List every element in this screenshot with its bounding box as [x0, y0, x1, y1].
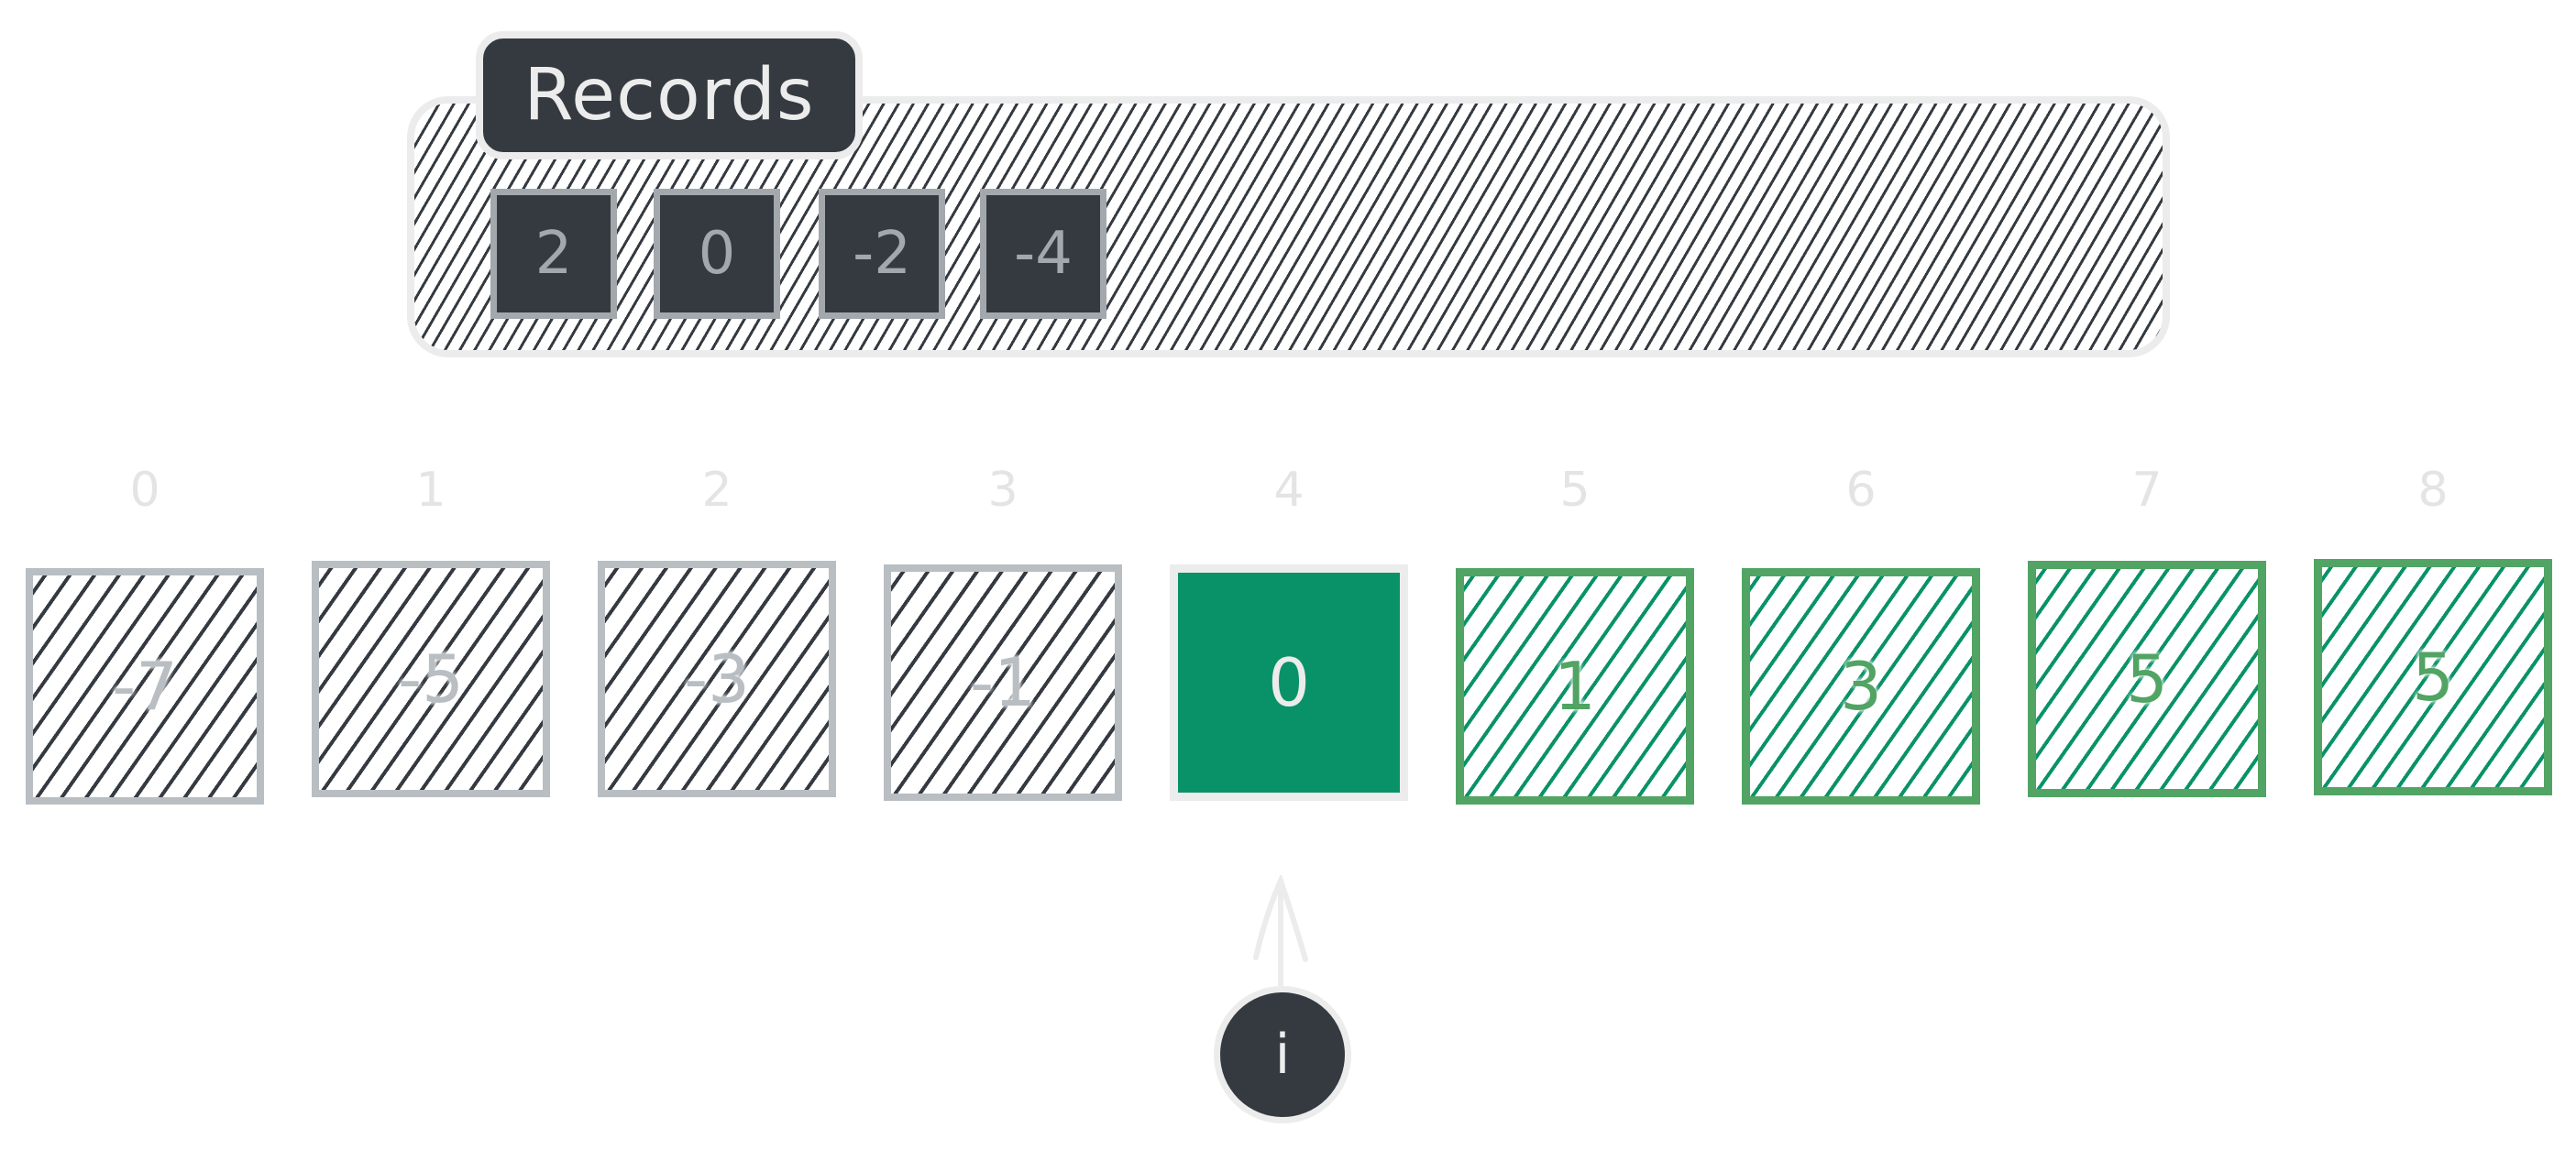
array-cell-6: 3 [1742, 568, 1980, 805]
index-label-8: 8 [2417, 463, 2449, 518]
index-label-1: 1 [415, 463, 446, 518]
array-cell-value: -3 [684, 641, 750, 717]
pointer-label: i [1274, 1023, 1291, 1087]
index-label-4: 4 [1273, 463, 1305, 518]
array-cell-value: 5 [2126, 641, 2168, 717]
index-label-2: 2 [701, 463, 732, 518]
array-cell-8: 5 [2314, 559, 2552, 795]
record-cell-0: 2 [490, 189, 617, 319]
array-cell-value: 5 [2412, 639, 2454, 716]
index-label-3: 3 [987, 463, 1018, 518]
array-cell-2: -3 [598, 561, 836, 797]
index-label-7: 7 [2131, 463, 2163, 518]
up-arrow-icon [1249, 872, 1313, 990]
array-cell-0: -7 [26, 568, 264, 805]
array-cell-value: -7 [112, 648, 178, 725]
array-cell-value: 3 [1840, 648, 1882, 725]
records-title: Records [476, 31, 863, 159]
array-cell-value: -5 [398, 641, 464, 717]
array-cell-7: 5 [2028, 561, 2266, 797]
array-cell-value: 1 [1554, 648, 1596, 725]
array-cell-1: -5 [312, 561, 550, 797]
record-cell-1: 0 [654, 189, 780, 319]
index-label-5: 5 [1559, 463, 1591, 518]
index-label-0: 0 [129, 463, 160, 518]
array-cell-3: -1 [884, 564, 1122, 801]
array-cell-value: -1 [970, 644, 1036, 721]
record-cell-3: -4 [980, 189, 1106, 319]
index-label-6: 6 [1845, 463, 1877, 518]
array-cell-value: 0 [1268, 644, 1310, 721]
array-cell-4-current: 0 [1170, 564, 1408, 801]
record-cell-2: -2 [819, 189, 945, 319]
pointer-i: i [1214, 986, 1351, 1123]
array-cell-5: 1 [1456, 568, 1694, 805]
